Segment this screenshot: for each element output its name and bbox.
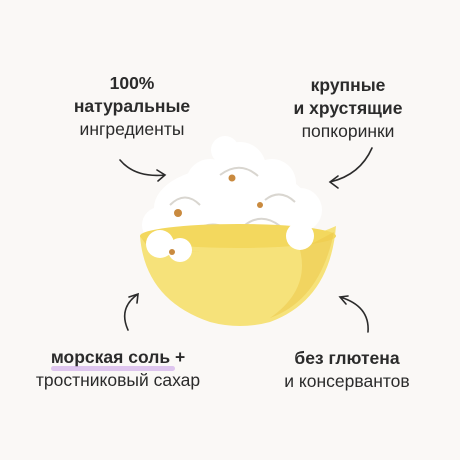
arrow-icon [328,147,373,189]
callout-line: попкоринки [301,121,395,141]
callout-line: без глютена [294,348,400,368]
arrow-icon [119,159,167,182]
callout-line: и консервантов [284,371,410,391]
callout-crunchy-popcorn: крупные и хрустящие попкоринки [278,74,418,143]
callout-line: 100% [109,73,155,93]
bowl [140,222,336,326]
callout-line: и хрустящие [293,98,403,118]
accent-underline [50,366,176,371]
callout-natural-ingredients: 100% натуральные ингредиенты [62,72,202,141]
callout-line: морская соль + [50,346,186,371]
popcorn-heap [142,136,322,250]
callout-gluten-free: без глютена и консервантов [262,347,432,393]
callout-line: крупные [310,75,386,95]
arrow-icon [123,292,139,331]
callout-line-text: морская соль + [50,347,186,367]
callout-line: тростниковый сахар [35,370,201,390]
callout-sea-salt-sugar: морская соль + тростниковый сахар [18,346,218,392]
arrow-icon [338,295,369,333]
callout-line: ингредиенты [79,119,185,139]
callout-line: натуральные [73,96,191,116]
